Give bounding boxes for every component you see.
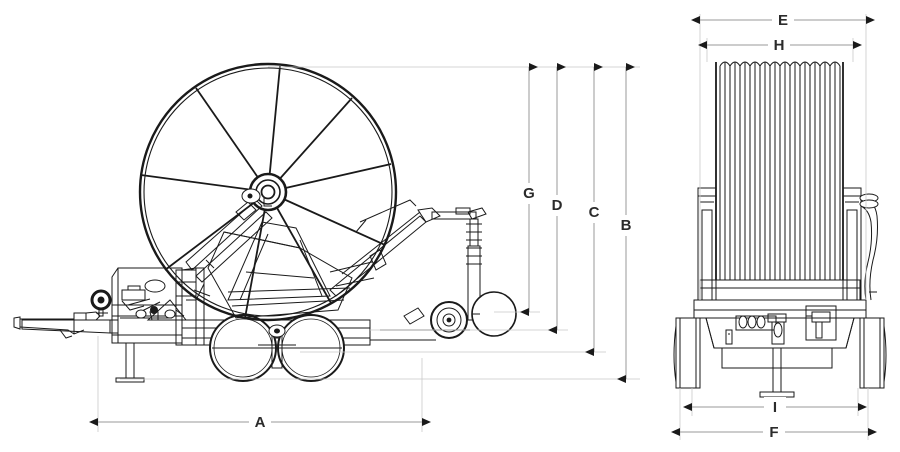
boom-arm — [181, 188, 273, 301]
support-jack-left — [115, 342, 145, 383]
gun-trolley — [370, 207, 517, 341]
mid-support-frame — [227, 221, 331, 301]
rear-boom — [329, 199, 441, 297]
support-jack-center — [721, 347, 833, 398]
hose-outlet-pipe — [859, 193, 879, 301]
hose-reel — [138, 62, 398, 322]
drawbar-hitch — [13, 311, 119, 339]
rear-wheels — [673, 317, 887, 389]
rear-mechanism-detail — [725, 305, 837, 345]
dimension-A: A — [89, 336, 431, 433]
hose-pack-outline — [207, 231, 353, 319]
hose-coil-drum — [715, 61, 844, 280]
rear-view — [673, 61, 887, 398]
tandem-wheels — [209, 314, 345, 382]
gearbox-detail — [90, 279, 172, 321]
side-view — [13, 62, 517, 383]
